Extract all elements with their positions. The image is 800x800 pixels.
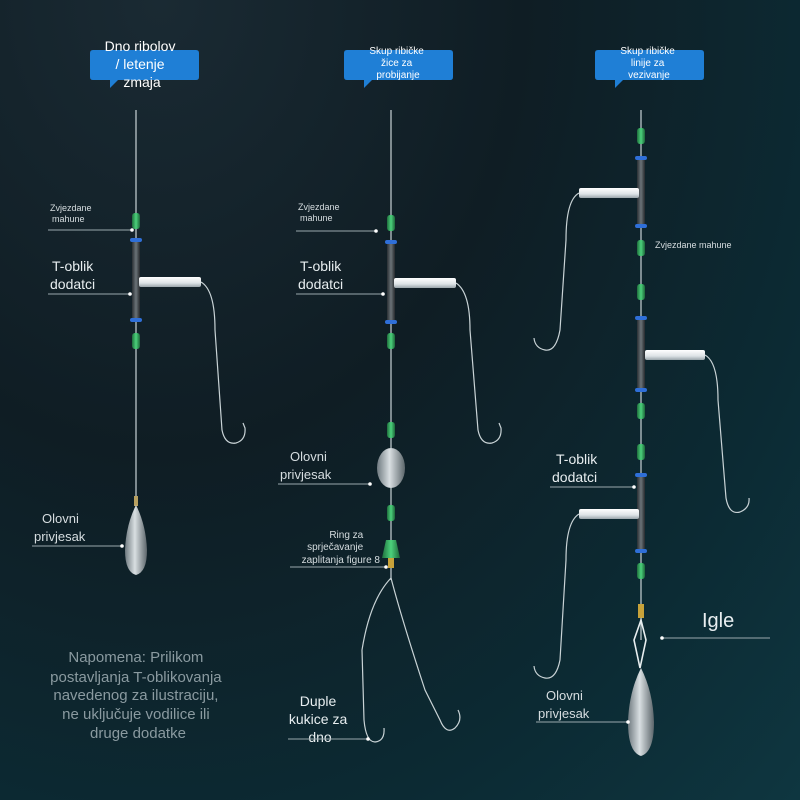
tshape-label-2: T-oblik dodatci [298,258,345,292]
beads-label-2: Zvjezdane mahune [298,202,342,223]
carbon-tube [637,158,645,226]
stopper [635,473,647,477]
label-dot [368,482,372,486]
label-dot [660,636,664,640]
column-1: Dno ribolov / letenje zmaja Zvjezdane ma… [32,38,246,575]
swivel [388,558,394,568]
bead [132,333,140,349]
title-badge-1: Dno ribolov / letenje zmaja [90,38,199,90]
bead [637,284,645,300]
label-dot [130,228,134,232]
swivel [134,496,138,506]
bead [637,403,645,419]
beads-label-3: Zvjezdane mahune [655,240,732,250]
leader-line [533,192,580,351]
t-attachment [579,509,639,519]
stopper [385,240,397,244]
stopper [635,549,647,553]
leader-line [704,354,750,514]
t-attachment [394,278,456,288]
column-2: Skup ribičke žice za probijanje Zvjezdan… [278,46,502,745]
tshape-label-3: T-oblik dodatci [552,451,601,485]
label-dot [374,229,378,233]
beads-label-1: Zvjezdane mahune [50,203,94,224]
column-3: Skup ribičke linije za vezivanje [533,46,770,756]
leader-line [455,282,502,444]
tshape-label-1: T-oblik dodatci [50,258,97,292]
label-dot [366,737,370,741]
needles-label: Igle [702,610,734,632]
sinker-label-1: Olovni privjesak [34,511,86,544]
title-1: Dno ribolov / letenje zmaja [105,38,180,90]
label-dot [120,544,124,548]
label-dot [381,292,385,296]
egg-sinker [377,448,405,488]
stopper [635,388,647,392]
leader-line [533,513,580,679]
bead [387,215,395,231]
label-dot [632,485,636,489]
hooks-label: Duple kukice za dno [289,693,351,745]
label-dot [128,292,132,296]
title-3: Skup ribičke linije za vezivanje [620,46,677,81]
stopper [130,238,142,242]
title-badge-3: Skup ribičke linije za vezivanje [595,46,704,88]
stopper [385,320,397,324]
stopper [635,156,647,160]
snap-clip [633,617,647,669]
label-dot [626,720,630,724]
t-attachment [579,188,639,198]
leader-line [390,577,461,731]
carbon-tube [387,242,395,322]
stopper [635,316,647,320]
anti-tangle-ring [382,540,400,558]
bead [132,213,140,229]
carbon-tube [637,318,645,390]
t-attachment [645,350,705,360]
swivel [638,604,644,618]
bead [387,422,395,438]
t-attachment [139,277,201,287]
sinker-3 [628,668,654,756]
bead [637,240,645,256]
title-2: Skup ribičke žice za probijanje [369,46,426,81]
bead [637,563,645,579]
carbon-tube [132,240,140,320]
title-badge-2: Skup ribičke žice za probijanje [344,46,453,88]
bead [637,128,645,144]
sinker-1 [125,505,147,575]
stopper [130,318,142,322]
leader-line [200,281,246,444]
stopper [635,224,647,228]
carbon-tube [637,475,645,551]
bead [637,444,645,460]
note-text: Napomena: Prilikom postavljanja T-obliko… [50,649,226,742]
sinker-label-2: Olovni privjesak [280,449,332,482]
leader-line [361,577,392,743]
sinker-label-3: Olovni privjesak [538,688,590,721]
bead [387,333,395,349]
label-dot [384,565,388,569]
bead [387,505,395,521]
ring-label: Ring za sprječavanje zaplitanja figure 8 [302,530,381,566]
